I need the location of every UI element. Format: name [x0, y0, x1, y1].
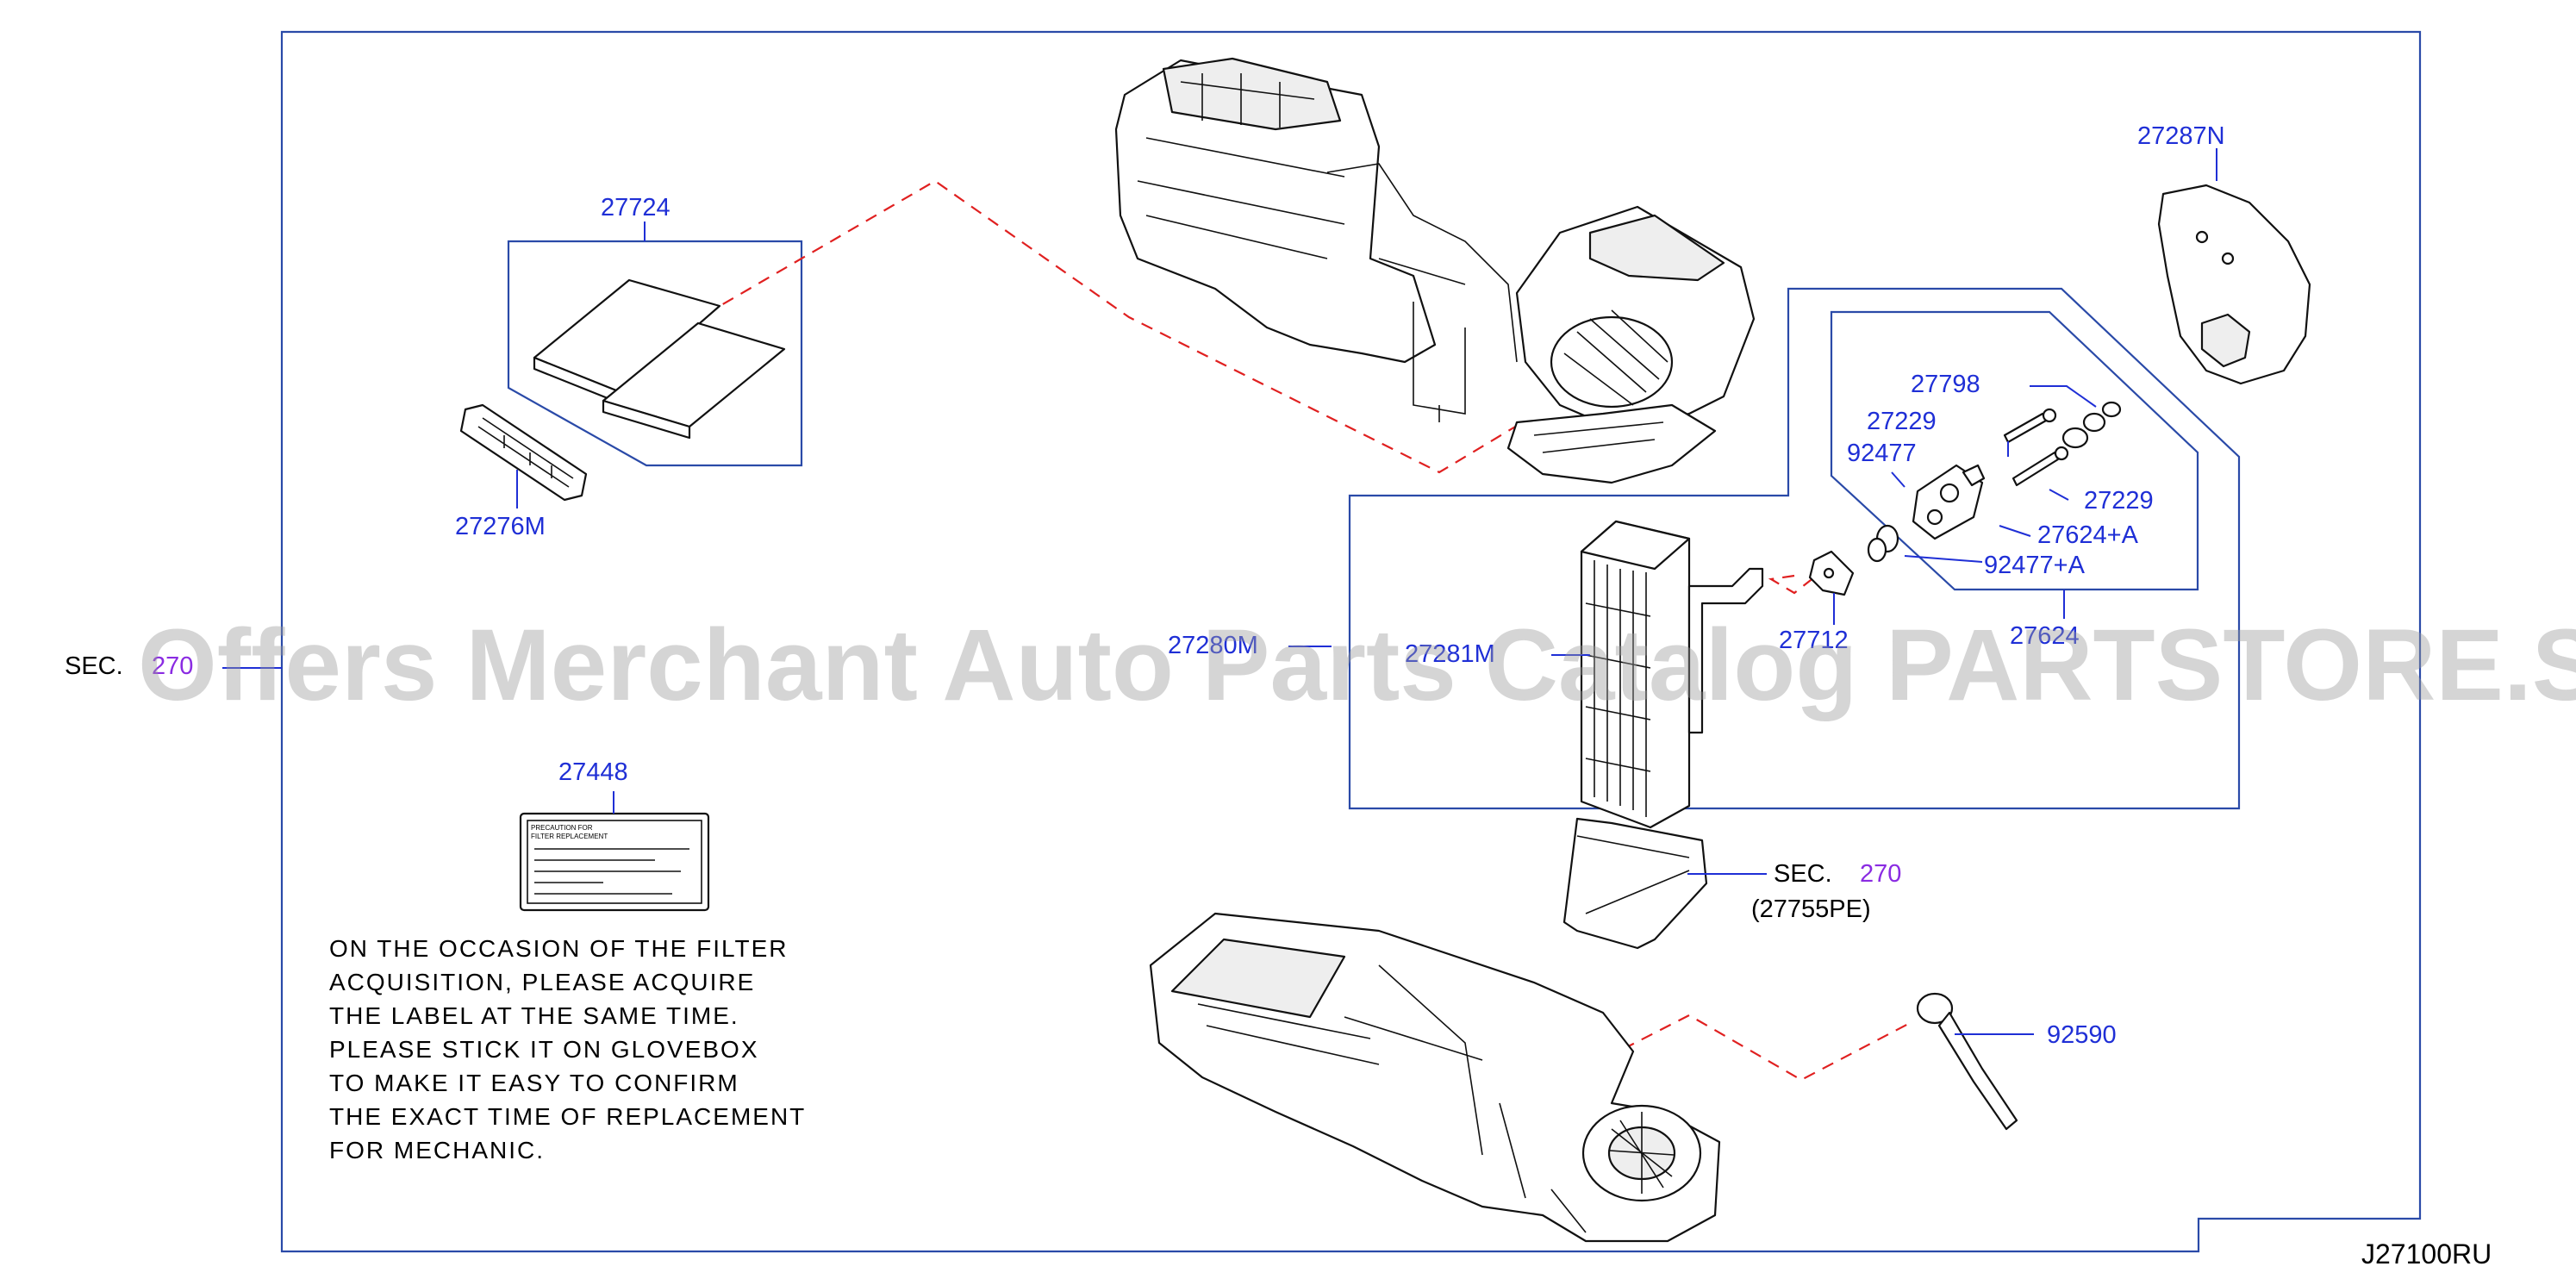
blower-cover: [2157, 184, 2311, 385]
o-rings: [1867, 524, 1899, 563]
sec-sub-code: (27755PE): [1751, 895, 1871, 923]
label-27276M: 27276M: [455, 513, 546, 540]
sticker-line-1: PRECAUTION FOR: [531, 824, 593, 832]
bolt-27229-lower: [2012, 446, 2069, 487]
label-27229-right: 27229: [2084, 487, 2154, 515]
label-27229-left: 27229: [1867, 408, 1937, 435]
cabin-filter-pair: [533, 278, 786, 440]
leader-lines: [222, 148, 2217, 1035]
label-27798: 27798: [1911, 371, 1980, 398]
label-27712: 27712: [1779, 627, 1849, 654]
pipe-bracket: [1808, 550, 1855, 596]
heater-unit-lower-case: [1149, 912, 1721, 1243]
dashed-line-evap-to-bracket: [1768, 574, 1815, 595]
note-line-5: TO MAKE IT EASY TO CONFIRM: [329, 1070, 739, 1096]
sticker-line-2: FILTER REPLACEMENT: [531, 833, 608, 840]
diagram-code: J27100RU: [2361, 1238, 2492, 1270]
label-92477: 92477: [1847, 440, 1917, 467]
evaporator-group-frame: [1348, 287, 2241, 810]
note-line-4: PLEASE STICK IT ON GLOVEBOX: [329, 1036, 759, 1063]
watermark: Offers Merchant Auto Parts Catalog PARTS…: [138, 608, 2576, 722]
cap-27798: [2061, 401, 2122, 449]
label-sticker: PRECAUTION FOR FILTER REPLACEMENT: [519, 812, 710, 912]
drain-duct: [1562, 817, 1708, 950]
duct-hose: [1916, 992, 2018, 1131]
label-27448: 27448: [558, 758, 628, 786]
label-92590: 92590: [2047, 1021, 2117, 1049]
label-92477A: 92477+A: [1984, 552, 2086, 579]
filter-note: ON THE OCCASION OF THE FILTER ACQUISITIO…: [329, 935, 806, 1164]
label-27280M: 27280M: [1168, 632, 1258, 659]
filter-bracket: [459, 403, 588, 502]
bolt-27229-upper: [2003, 408, 2057, 444]
label-27624A: 27624+A: [2037, 521, 2139, 549]
note-line-1: ON THE OCCASION OF THE FILTER: [329, 935, 789, 962]
evaporator-core: [1580, 520, 1764, 829]
sec-number-left[interactable]: 270: [152, 652, 193, 680]
outer-frame: [280, 30, 2422, 1253]
note-line-3: THE LABEL AT THE SAME TIME.: [329, 1002, 739, 1029]
sec-word-right: SEC.: [1774, 860, 1832, 888]
expansion-valve: [1912, 464, 1986, 540]
note-line-7: FOR MECHANIC.: [329, 1137, 545, 1164]
sec-number-right[interactable]: 270: [1860, 860, 1901, 888]
note-line-2: ACQUISITION, PLEASE ACQUIRE: [329, 969, 755, 995]
dashed-line-filter-to-heater: [704, 179, 1526, 474]
label-27281M: 27281M: [1405, 640, 1495, 668]
heater-unit-upper-case: [1114, 57, 1756, 484]
dashed-line-blower-to-duct: [1604, 1014, 1914, 1082]
sec-word-left: SEC.: [65, 652, 123, 680]
filter-group-frame: [507, 240, 803, 467]
note-line-6: THE EXACT TIME OF REPLACEMENT: [329, 1103, 806, 1130]
label-27724: 27724: [601, 194, 671, 221]
label-27287N: 27287N: [2137, 122, 2225, 150]
expansion-valve-group-frame: [1830, 310, 2199, 591]
label-27624: 27624: [2010, 622, 2080, 650]
